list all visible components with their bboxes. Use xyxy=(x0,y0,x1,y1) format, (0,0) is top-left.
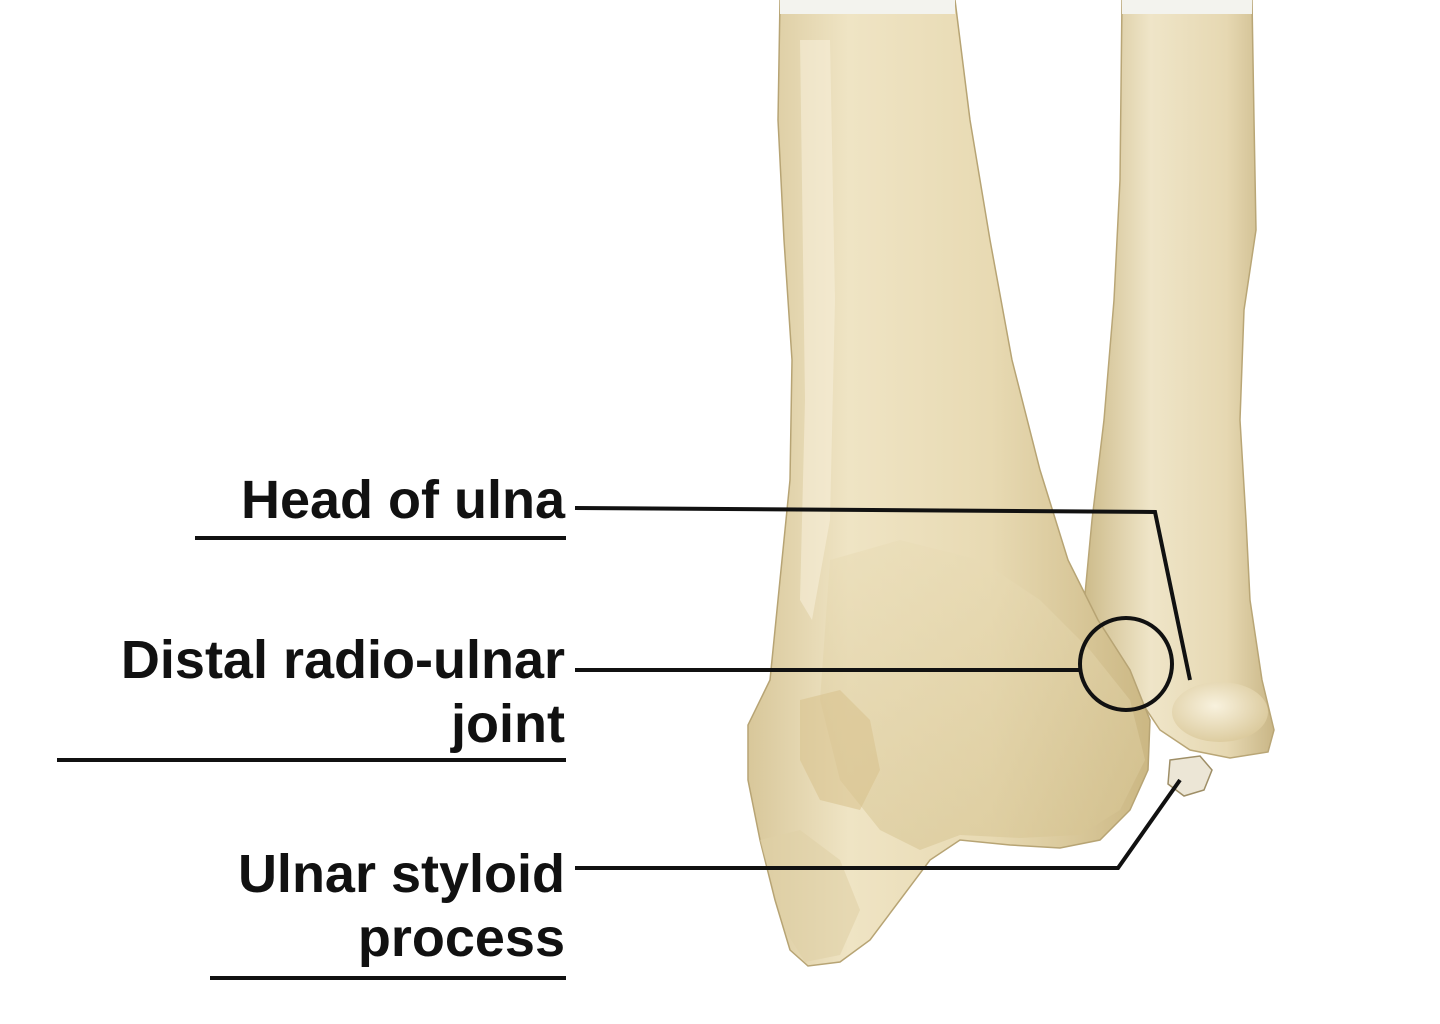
label-head-of-ulna-text: Head of ulna xyxy=(240,470,565,530)
leader-ulnar-styloid xyxy=(575,778,1182,870)
radius-shaft-highlight xyxy=(800,40,835,620)
radius xyxy=(747,0,1151,967)
label-underlines xyxy=(57,536,566,980)
label-ulnar-styloid-line1: Ulnar styloid xyxy=(237,844,565,904)
radius-styloid-shade xyxy=(760,830,860,962)
ulna xyxy=(1083,0,1275,797)
ulna-cut-top xyxy=(1122,0,1252,14)
label-head-of-ulna: Head of ulna xyxy=(241,468,565,532)
distal-radio-ulnar-joint-circle xyxy=(1078,616,1174,712)
label-ulnar-styloid-line2: process xyxy=(357,908,565,968)
leader-head-of-ulna xyxy=(574,506,1192,681)
label-distal-radio-ulnar-line1: Distal radio-ulnar xyxy=(120,630,565,690)
radius-cut-top xyxy=(780,0,955,14)
label-distal-radio-ulnar-line2: joint xyxy=(451,694,565,754)
radius-distal-shade xyxy=(820,540,1145,850)
ulna-shaft xyxy=(1083,0,1275,759)
radius-rough-area xyxy=(800,690,880,810)
label-distal-radio-ulnar-joint: Distal radio-ulnar joint xyxy=(121,628,565,756)
label-ulnar-styloid-process: Ulnar styloid process xyxy=(238,842,565,970)
ulnar-styloid xyxy=(1167,755,1213,797)
leader-lines xyxy=(574,506,1192,870)
ulna-head-highlight xyxy=(1172,682,1268,742)
